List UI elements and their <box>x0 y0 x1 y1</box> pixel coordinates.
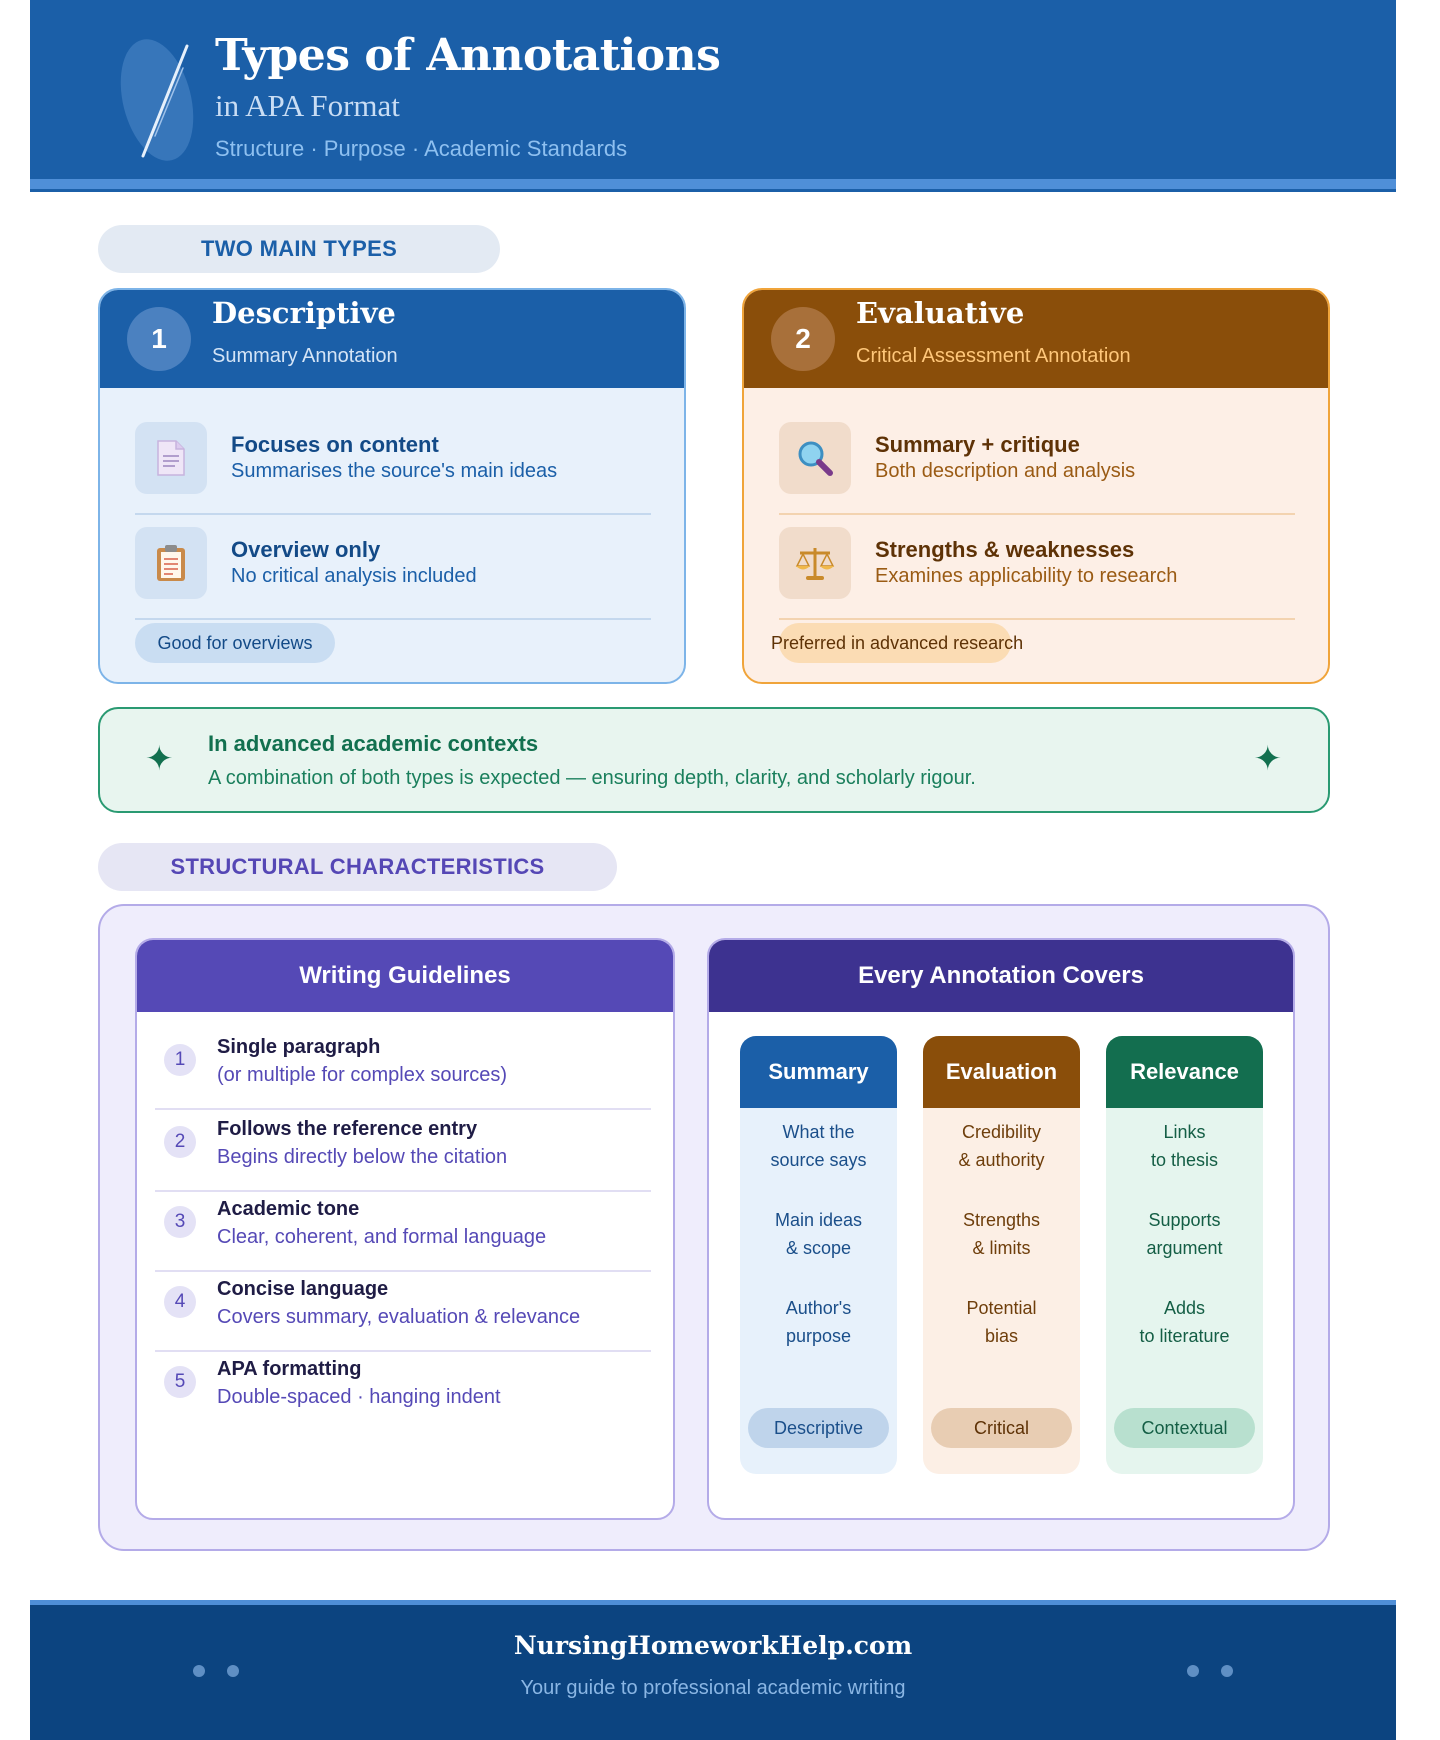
column-item: Main ideas& scope <box>774 1210 863 1258</box>
writing-guidelines-card: Writing Guidelines 1 Single paragraph (o… <box>135 938 675 1520</box>
column-tag: Contextual <box>1114 1408 1255 1448</box>
column-tag: Descriptive <box>748 1408 889 1448</box>
scales-icon <box>779 527 851 599</box>
guideline-text: Double-spaced · hanging indent <box>217 1386 501 1408</box>
callout-title: In advanced academic contexts <box>208 731 539 756</box>
feature-text: Examines applicability to research <box>875 565 1178 587</box>
section-label-types: TWO MAIN TYPES <box>98 225 500 273</box>
feature-title: Strengths & weaknesses <box>875 537 1135 562</box>
document-icon <box>135 422 207 494</box>
page-tagline: Structure · Purpose · Academic Standards <box>215 136 628 161</box>
guideline-number: 3 <box>164 1206 196 1238</box>
guideline-item: 3 Academic tone Clear, coherent, and for… <box>155 1192 651 1272</box>
feature-text: No critical analysis included <box>231 565 477 587</box>
advanced-contexts-callout: ✦ In advanced academic contexts A combin… <box>98 707 1330 813</box>
section-label-structure: STRUCTURAL CHARACTERISTICS <box>98 843 617 891</box>
column-title: Relevance <box>1106 1036 1263 1108</box>
guideline-title: Academic tone <box>217 1198 360 1220</box>
quill-icon <box>120 39 194 161</box>
evaluation-column: Evaluation Credibility& authority Streng… <box>923 1036 1080 1474</box>
footer-tagline: Your guide to professional academic writ… <box>520 1677 906 1699</box>
page-footer: NursingHomeworkHelp.com Your guide to pr… <box>30 1600 1396 1740</box>
annotation-covers-card: Every Annotation Covers Summary What the… <box>707 938 1295 1520</box>
decorative-dots-icon <box>193 1665 239 1677</box>
sparkle-icon: ✦ <box>1253 740 1283 778</box>
page-title: Types of Annotations <box>215 30 721 81</box>
column-tag: Critical <box>931 1408 1072 1448</box>
page-header: Types of Annotations in APA Format Struc… <box>30 0 1396 192</box>
guidelines-title: Writing Guidelines <box>137 940 673 1012</box>
feature-text: Both description and analysis <box>875 460 1136 482</box>
column-item: Credibility& authority <box>958 1122 1045 1170</box>
callout-text: A combination of both types is expected … <box>208 767 976 789</box>
descriptive-card: 1 Descriptive Summary Annotation Focuses… <box>98 288 686 684</box>
guideline-text: Clear, coherent, and formal language <box>217 1226 547 1248</box>
feature-item: Overview only No critical analysis inclu… <box>135 515 651 620</box>
divider <box>155 1270 651 1272</box>
divider <box>779 618 1295 620</box>
guideline-text: Begins directly below the citation <box>217 1146 508 1168</box>
guideline-text: Covers summary, evaluation & relevance <box>217 1306 581 1328</box>
number-badge: 2 <box>771 307 835 371</box>
feature-title: Summary + critique <box>875 432 1080 457</box>
page-subtitle: in APA Format <box>215 88 400 123</box>
guideline-number: 1 <box>164 1044 196 1076</box>
magnifier-icon <box>779 422 851 494</box>
feature-text: Summarises the source's main ideas <box>231 460 558 482</box>
guideline-number: 4 <box>164 1286 196 1318</box>
guideline-title: APA formatting <box>217 1358 362 1380</box>
footer-brand: NursingHomeworkHelp.com <box>513 1631 913 1660</box>
feature-title: Focuses on content <box>231 432 439 457</box>
guideline-item: 1 Single paragraph (or multiple for comp… <box>155 1030 651 1110</box>
guideline-text: (or multiple for complex sources) <box>217 1064 508 1086</box>
guideline-item: 4 Concise language Covers summary, evalu… <box>155 1272 651 1352</box>
card-subtitle: Summary Annotation <box>212 345 398 367</box>
divider <box>155 1190 651 1192</box>
feature-title: Overview only <box>231 537 381 562</box>
card-title: Descriptive <box>212 296 396 330</box>
card-title: Evaluative <box>856 296 1025 330</box>
number-badge: 1 <box>127 307 191 371</box>
feature-item: Focuses on content Summarises the source… <box>135 410 651 515</box>
evaluative-card: 2 Evaluative Critical Assessment Annotat… <box>742 288 1330 684</box>
guideline-number: 5 <box>164 1366 196 1398</box>
feature-item: Summary + critique Both description and … <box>779 410 1295 515</box>
guideline-number: 2 <box>164 1126 196 1158</box>
sparkle-icon: ✦ <box>145 740 174 778</box>
divider <box>135 618 651 620</box>
clipboard-icon <box>135 527 207 599</box>
divider <box>155 1350 651 1352</box>
guideline-title: Follows the reference entry <box>217 1118 478 1140</box>
card-subtitle: Critical Assessment Annotation <box>856 345 1131 367</box>
guideline-item: 5 APA formatting Double-spaced · hanging… <box>155 1352 651 1432</box>
column-item: Strengths& limits <box>962 1210 1041 1258</box>
decorative-dots-icon <box>1187 1665 1233 1677</box>
covers-title: Every Annotation Covers <box>709 940 1293 1012</box>
column-title: Summary <box>740 1036 897 1108</box>
divider <box>779 513 1295 515</box>
guideline-title: Single paragraph <box>217 1036 381 1058</box>
guideline-item: 2 Follows the reference entry Begins dir… <box>155 1112 651 1192</box>
divider <box>135 513 651 515</box>
structure-panel: Writing Guidelines 1 Single paragraph (o… <box>98 904 1330 1551</box>
card-header: 2 Evaluative Critical Assessment Annotat… <box>744 290 1328 388</box>
column-title: Evaluation <box>923 1036 1080 1108</box>
feature-item: Strengths & weaknesses Examines applicab… <box>779 515 1295 620</box>
card-header: 1 Descriptive Summary Annotation <box>100 290 684 388</box>
guideline-title: Concise language <box>217 1278 389 1300</box>
card-tag-text: Preferred in advanced research <box>771 632 1024 653</box>
divider <box>155 1108 651 1110</box>
card-tag: Good for overviews <box>135 623 335 663</box>
card-tag: Preferred in advanced research <box>771 623 1023 663</box>
